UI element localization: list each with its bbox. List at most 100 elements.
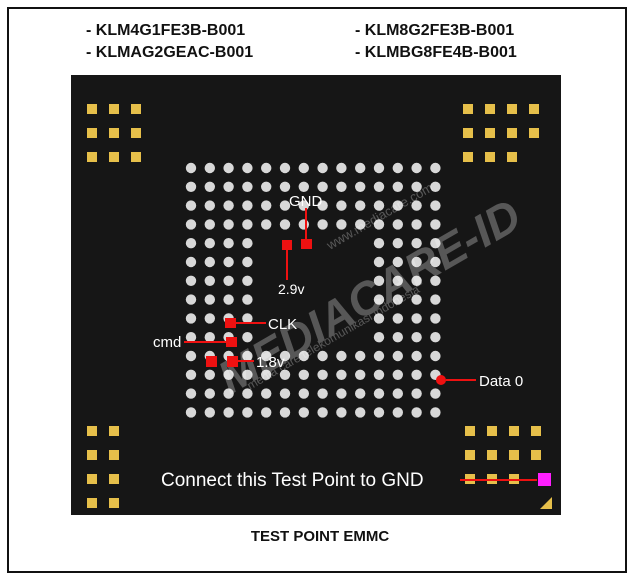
solder-ball [392,369,403,380]
solder-ball [411,294,422,305]
data0-label: Data 0 [479,373,523,390]
solder-ball [373,275,385,286]
solder-ball [204,181,215,192]
solder-ball [355,407,366,418]
corner-pad [87,104,97,114]
solder-ball [411,369,422,380]
corner-pad [485,104,495,114]
corner-pad [487,450,497,460]
solder-ball [185,275,197,286]
solder-ball [185,369,197,380]
solder-ball [223,407,234,418]
solder-ball [204,369,215,380]
corner-pad [509,450,519,460]
solder-ball [223,369,234,380]
solder-ball [411,275,422,286]
solder-ball [373,162,385,174]
solder-ball [298,369,309,380]
ball-grid [185,162,441,418]
solder-ball [430,294,441,305]
solder-ball [185,162,197,174]
solder-ball [336,162,347,174]
corner-pad [87,474,97,484]
corner-pad [109,474,119,484]
solder-ball [355,200,366,211]
corner-pad [131,152,141,162]
solder-ball [336,181,347,192]
solder-ball [355,219,366,230]
corner-pad [87,450,97,460]
solder-ball [223,238,234,249]
solder-ball [411,219,422,230]
solder-ball [373,313,385,324]
solder-ball [430,313,441,324]
cmd-label: cmd [153,334,181,351]
solder-ball [223,200,234,211]
solder-ball [242,313,253,324]
solder-ball [279,200,291,211]
solder-ball [430,162,441,174]
solder-ball [336,407,347,418]
corner-pad [87,128,97,138]
solder-ball [411,162,422,174]
solder-ball [355,162,366,174]
gnd-label: GND [289,193,323,210]
test-points: GND 2.9v CLK cmd 1.8v Data 0 Connect thi… [153,193,551,491]
model-item: - KLM4G1FE3B-B001 [86,22,246,39]
solder-ball [355,388,366,399]
corner-pad [109,498,119,508]
v29-marker [282,240,292,250]
solder-ball [317,350,328,362]
corner-pad [463,152,473,162]
solder-ball [242,219,253,230]
solder-ball [261,181,272,192]
solder-ball [392,407,403,418]
solder-ball [261,200,272,211]
data0-marker [436,375,446,385]
corner-pad [109,104,119,114]
corner-pad [531,450,541,460]
solder-ball [242,407,253,418]
solder-ball [392,388,403,399]
solder-ball [373,200,385,211]
solder-ball [392,238,403,249]
corner-pad [131,128,141,138]
corner-pad [109,426,119,436]
solder-ball [242,294,253,305]
solder-ball [430,332,441,343]
solder-ball [242,256,253,268]
model-list: - KLM4G1FE3B-B001 - KLM8G2FE3B-B001 - KL… [0,22,640,66]
corner-pad [465,450,475,460]
solder-ball [411,256,422,268]
corner-pad [485,128,495,138]
model-item: - KLMAG2GEAC-B001 [86,44,254,61]
solder-ball [279,388,291,399]
solder-ball [204,407,215,418]
solder-ball [204,238,215,249]
solder-ball [185,313,197,324]
v18-label: 1.8v [256,354,285,371]
solder-ball [392,275,403,286]
corner-pad [87,152,97,162]
solder-ball [185,388,197,399]
solder-ball [411,350,422,362]
solder-ball [185,350,197,362]
solder-ball [373,388,385,399]
solder-ball [242,350,253,362]
solder-ball [298,388,309,399]
solder-ball [411,407,422,418]
solder-ball [242,369,253,380]
corner-pad [109,128,119,138]
solder-ball [373,181,385,192]
solder-ball [373,219,385,230]
gnd-test-point [538,473,551,486]
solder-ball [261,350,272,362]
solder-ball [392,219,403,230]
v29-label: 2.9v [278,281,304,297]
solder-ball [373,332,385,343]
v18-marker-left [206,356,217,367]
solder-ball [279,369,291,380]
solder-ball [317,219,328,230]
solder-ball [242,238,253,249]
